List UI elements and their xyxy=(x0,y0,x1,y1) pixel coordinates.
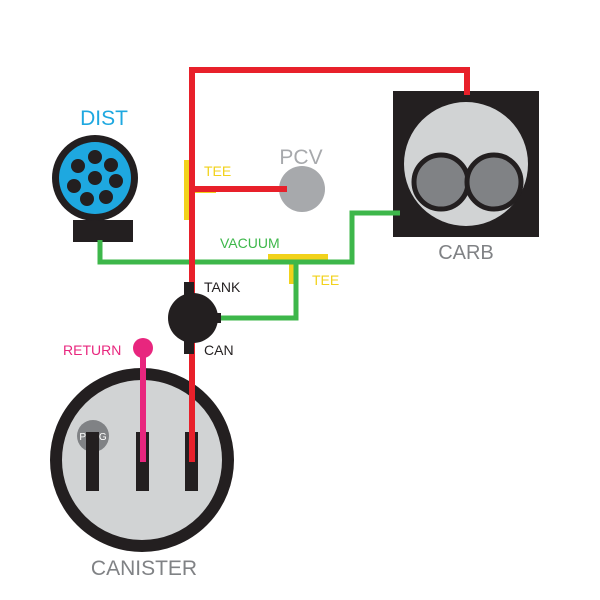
vacuum-lines xyxy=(97,210,400,321)
dist-terminal xyxy=(109,174,123,188)
carb-barrel-right xyxy=(464,152,524,212)
vacuum-label: VACUUM xyxy=(220,235,280,251)
tank-label: TANK xyxy=(204,279,241,295)
canister-port-left xyxy=(86,432,99,491)
return-cap xyxy=(133,338,153,358)
tank-valve xyxy=(168,282,221,354)
dist-terminal xyxy=(80,192,94,206)
can-label: CAN xyxy=(204,342,234,358)
tee-top-label: TEE xyxy=(204,163,231,179)
canister-label: CANISTER xyxy=(91,557,197,580)
distributor xyxy=(52,135,138,242)
carb-label: CARB xyxy=(438,242,494,264)
tank-valve-nipple xyxy=(214,313,221,323)
pcv-valve xyxy=(279,166,325,212)
return-line xyxy=(133,338,153,462)
return-label: RETURN xyxy=(63,342,121,358)
dist-terminal xyxy=(88,150,102,164)
dist-terminal xyxy=(99,190,113,204)
vacuum-hose-to-tank-valve xyxy=(214,262,299,321)
dist-terminal xyxy=(67,179,81,193)
carb-barrel-left xyxy=(411,152,471,212)
vacuum-hose-main xyxy=(97,210,400,265)
pcv-label: PCV xyxy=(279,146,322,169)
dist-terminal xyxy=(104,158,118,172)
dist-terminal xyxy=(71,159,85,173)
tee-vacuum-label: TEE xyxy=(312,272,339,288)
carburetor xyxy=(393,91,539,237)
dist-base xyxy=(73,220,133,242)
vapor-hose-main xyxy=(189,67,470,462)
dist-terminal-center xyxy=(88,171,102,185)
tee-fitting-vacuum xyxy=(268,254,328,284)
tank-valve-body xyxy=(168,293,218,343)
dist-label: DIST xyxy=(80,107,128,130)
fuel-vapor-lines xyxy=(189,67,470,462)
